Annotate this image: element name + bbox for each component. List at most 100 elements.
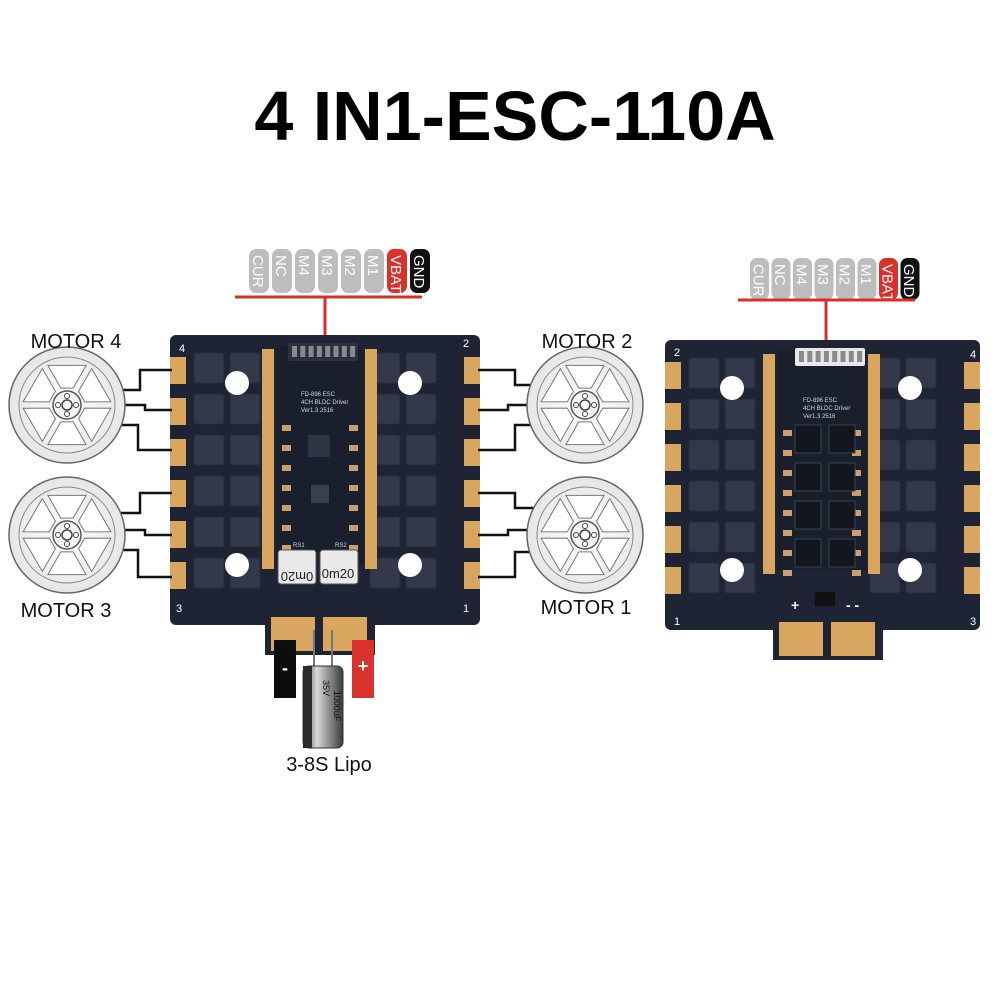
edge-pad (464, 357, 480, 384)
mosfet (905, 521, 937, 553)
front-pin-m2: M2 (341, 249, 361, 293)
back-pin-label: M4 (793, 264, 810, 285)
motor-4-label: MOTOR 4 (31, 331, 122, 353)
motor-wire (118, 548, 172, 579)
connector-header (288, 343, 358, 361)
edge-pad (665, 485, 681, 512)
mosfet (688, 521, 720, 553)
motor-wire (120, 368, 172, 392)
smd-component (783, 470, 792, 476)
smd-component (852, 450, 861, 456)
motor-wires (118, 368, 535, 579)
back-pin-vbat: VBAT (879, 258, 898, 302)
motor-wire (478, 528, 530, 537)
mounting-hole (225, 371, 249, 395)
battery-label: 3-8S Lipo (286, 754, 372, 776)
bus-bar (262, 349, 274, 569)
mosfet (193, 393, 225, 425)
gate-driver-chip (794, 462, 822, 492)
mosfet (193, 434, 225, 466)
capacitor: 35V 1000uF (302, 630, 344, 749)
mosfet (724, 480, 756, 512)
mounting-hole (398, 553, 422, 577)
mosfet (405, 434, 437, 466)
edge-pad (665, 403, 681, 430)
back-plus-label: + (791, 597, 799, 613)
pinout-leader-front (235, 295, 422, 340)
pinout-leader-back (738, 298, 915, 345)
smd-component (783, 490, 792, 496)
bus-bar (763, 354, 775, 574)
back-pin-m4: M4 (793, 258, 812, 300)
mosfet (905, 398, 937, 430)
bus-bar (365, 349, 377, 569)
mosfet (688, 562, 720, 594)
positive-lead (352, 640, 374, 698)
smd-component (852, 530, 861, 536)
mosfet (193, 352, 225, 384)
smd-component (282, 425, 291, 431)
corner-label-tr: 2 (463, 338, 469, 350)
motor-wire (478, 368, 535, 387)
motor-wire (118, 491, 172, 515)
mosfet (905, 439, 937, 471)
smd-component (349, 445, 358, 451)
back-terminal (815, 592, 835, 606)
back-pin-label: NC (771, 264, 788, 286)
motor-2-label: MOTOR 2 (542, 331, 633, 353)
mosfet (688, 357, 720, 389)
edge-pad (464, 439, 480, 466)
back-pin-m1: M1 (857, 258, 877, 300)
mosfet (369, 557, 401, 589)
edge-pad (665, 444, 681, 471)
mosfet (405, 475, 437, 507)
page-title: 4 IN1-ESC-110A (254, 77, 775, 155)
mounting-hole (398, 371, 422, 395)
power-leads: - + 35V 1000uF 3-8S Lipo (274, 630, 374, 776)
negative-lead (274, 640, 296, 698)
edge-pad (964, 403, 980, 430)
back-minus-label: - - (846, 597, 860, 613)
edge-pad (665, 526, 681, 553)
rs1-label: RS1 (293, 543, 305, 549)
smd-component (282, 445, 291, 451)
edge-pad (964, 526, 980, 553)
power-pad-positive (831, 622, 875, 656)
smd-component (349, 525, 358, 531)
gate-driver-chip (828, 462, 856, 492)
motor-4 (8, 346, 126, 464)
front-pin-m1: M1 (364, 249, 384, 293)
inductor (311, 485, 329, 503)
front-pin-m3: M3 (318, 249, 338, 293)
motor-wire (124, 403, 172, 412)
motor-wire (478, 550, 535, 579)
edge-pad (964, 362, 980, 389)
mosfet (688, 398, 720, 430)
mounting-hole (898, 376, 922, 400)
edge-pad (464, 480, 480, 507)
corner-label-bl: 3 (176, 603, 182, 615)
corner-label-br: 1 (463, 603, 469, 615)
smd-component (783, 510, 792, 516)
smd-component (349, 425, 358, 431)
mosfet (724, 398, 756, 430)
rs2-label: RS2 (335, 543, 347, 549)
back-corner-label-tr: 4 (970, 349, 976, 361)
mosfet (724, 439, 756, 471)
back-pin-label: M3 (814, 264, 831, 285)
motor-2 (526, 346, 644, 464)
back-corner-label-tl: 2 (674, 347, 680, 359)
positive-label: + (358, 656, 369, 676)
esc-board-front (170, 335, 480, 655)
gate-driver-chip (828, 500, 856, 530)
gate-driver-chip (794, 424, 822, 454)
smd-component (852, 510, 861, 516)
smd-component (783, 570, 792, 576)
mounting-hole (720, 558, 744, 582)
mosfet (905, 480, 937, 512)
back-silk-line-2: 4CH BLDC Driver (803, 406, 850, 412)
silk-line-2: 4CH BLDC Driver (301, 400, 348, 406)
back-pin-label: GND (900, 264, 917, 298)
smd-component (282, 545, 291, 551)
